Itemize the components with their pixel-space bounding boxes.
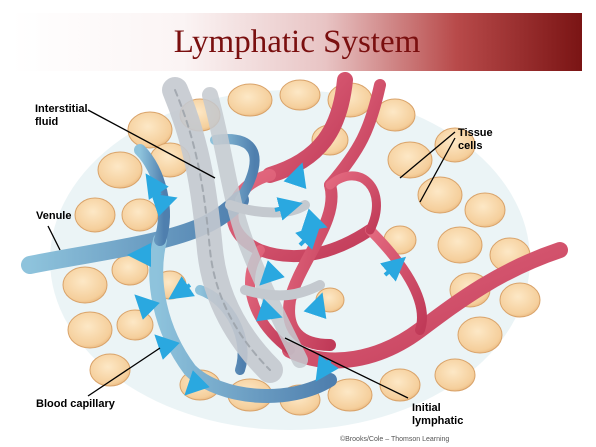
label-tissue-cells: Tissue cells <box>458 127 493 153</box>
label-blood-capillary: Blood capillary <box>36 398 115 411</box>
copyright-credit: ©Brooks/Cole – Thomson Learning <box>340 436 449 443</box>
label-initial-lymphatic: Initial lymphatic <box>412 402 463 428</box>
label-interstitial-fluid: Interstitial fluid <box>35 103 88 129</box>
label-venule: Venule <box>36 210 71 223</box>
